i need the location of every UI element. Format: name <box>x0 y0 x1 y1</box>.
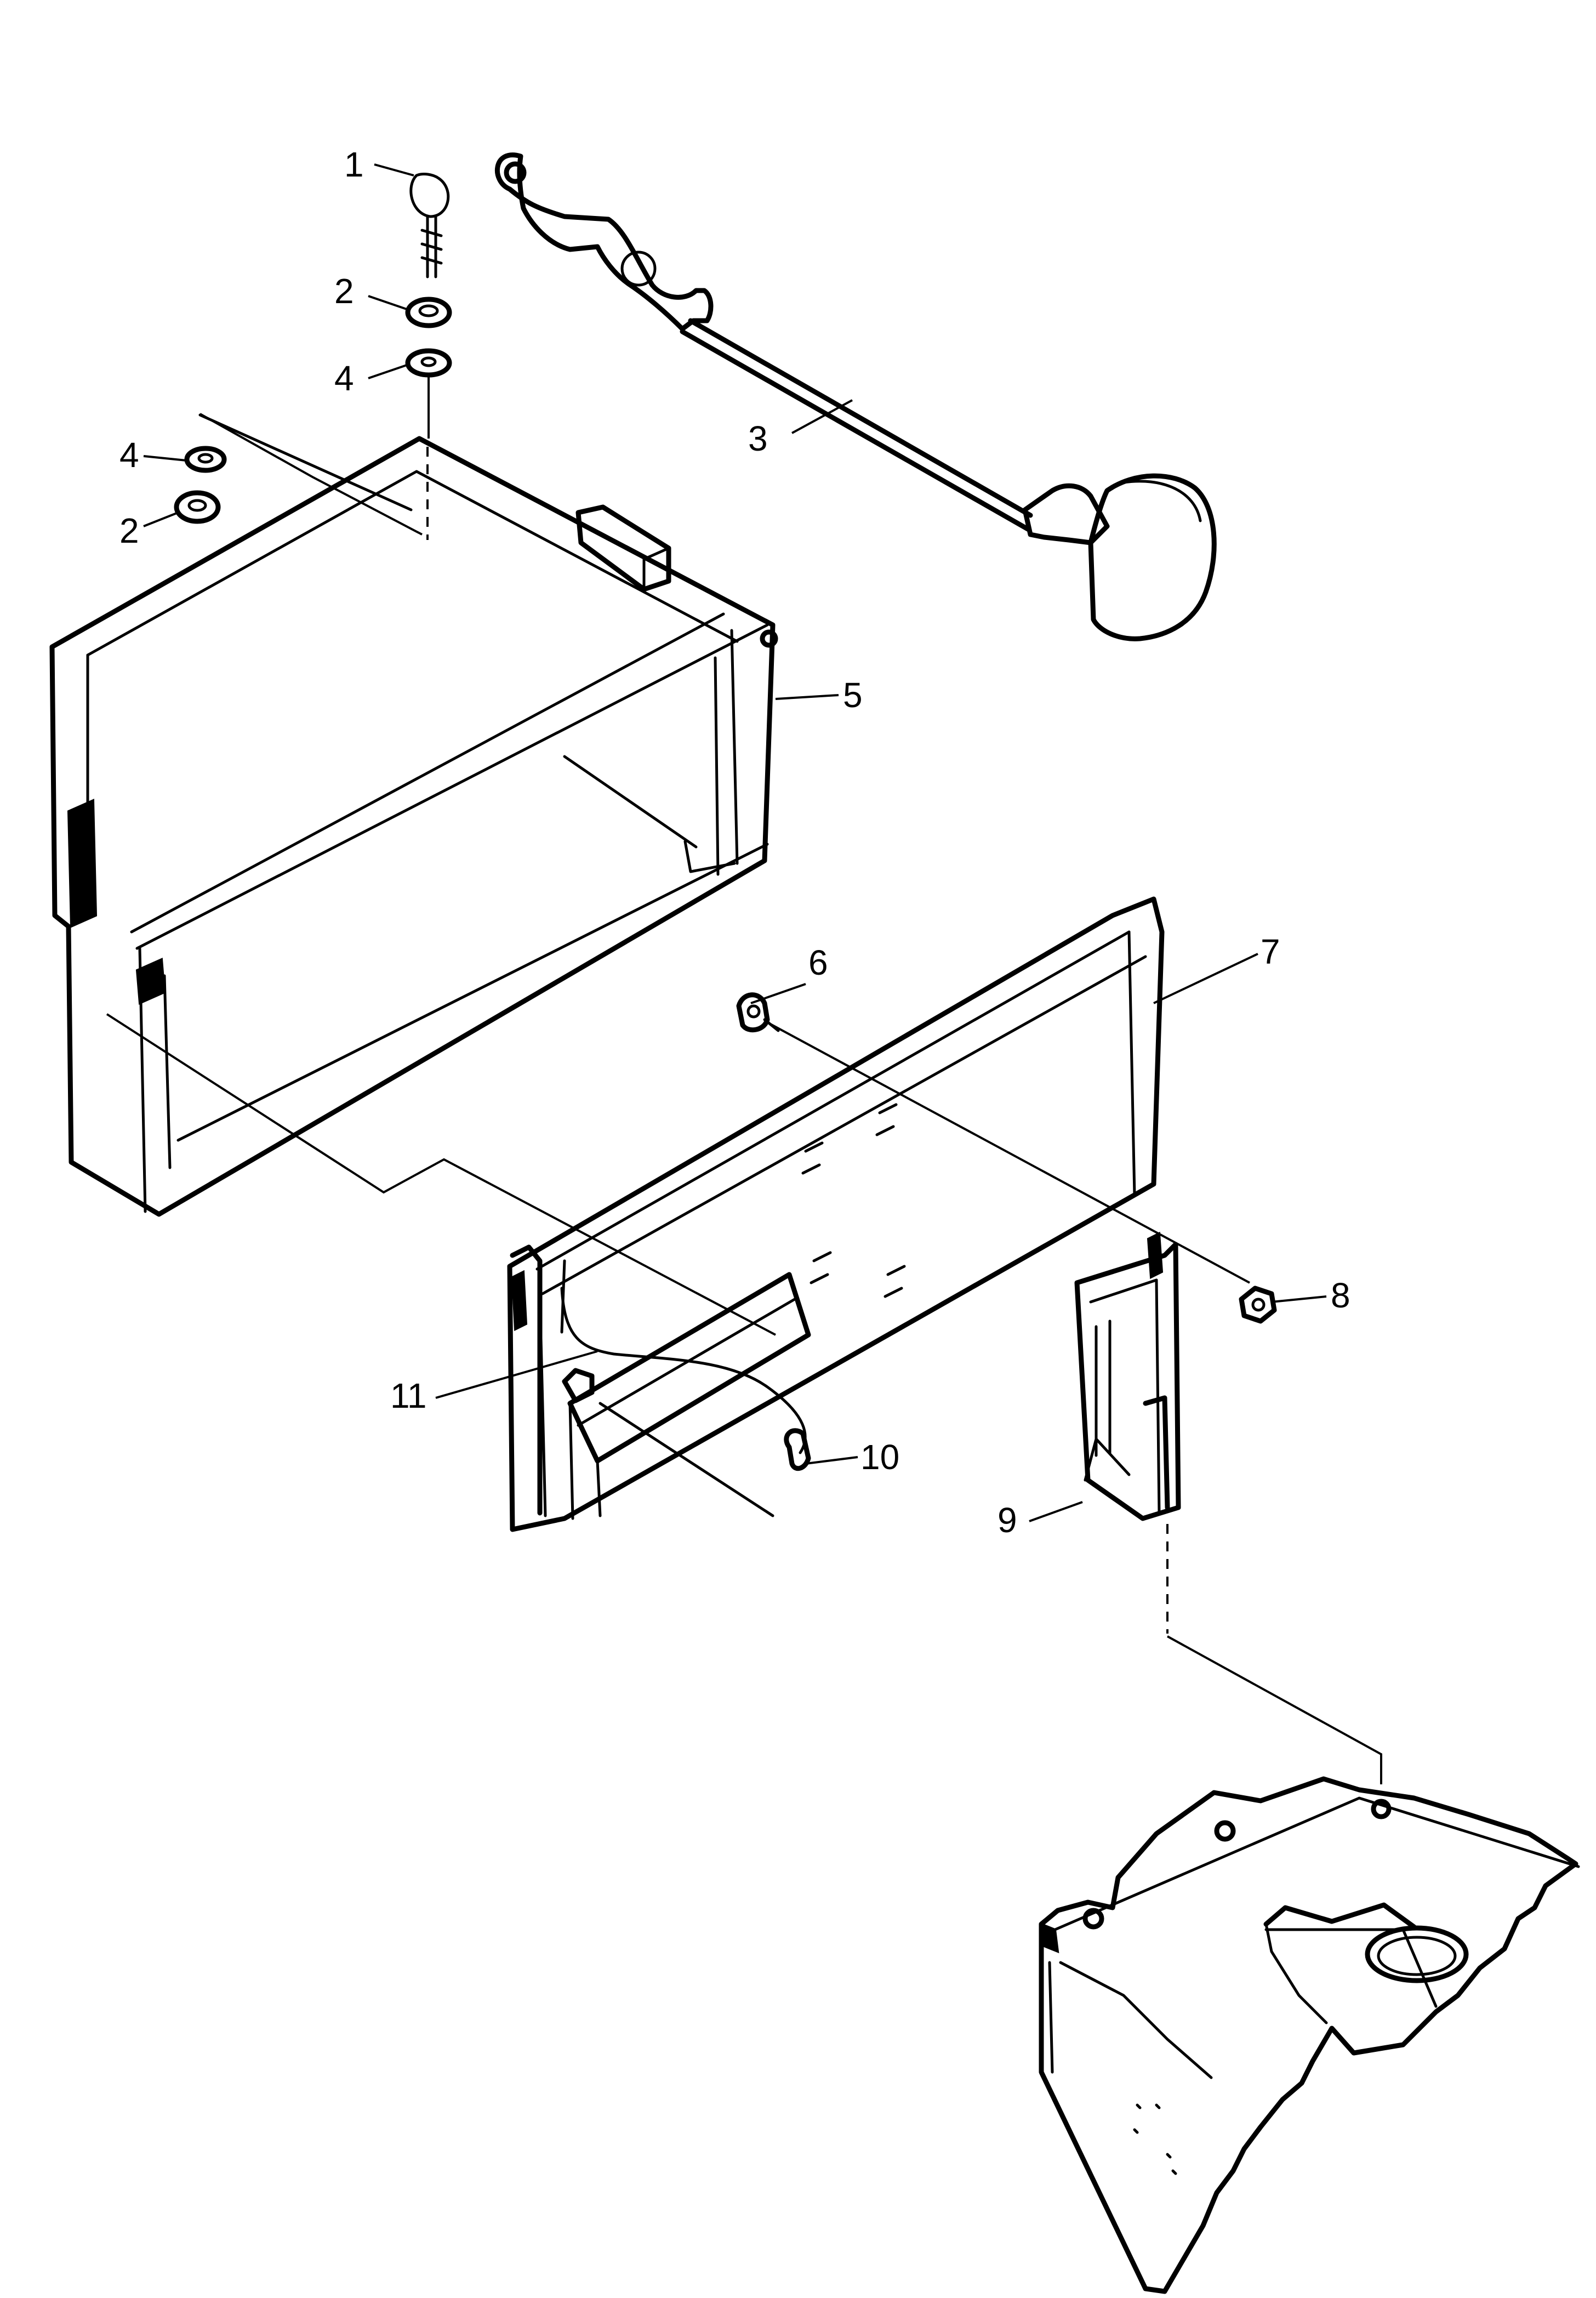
part-2-nut-left <box>174 490 221 524</box>
callout-2-top: 2 <box>334 271 354 311</box>
part-10-clip <box>784 1428 811 1471</box>
part-9-bracket <box>1074 1231 1181 1521</box>
part-5-box-tray <box>49 413 778 1217</box>
part-4-washer-top <box>405 348 452 378</box>
assembly-line-screw <box>767 1021 1250 1284</box>
callout-2-left: 2 <box>119 511 139 550</box>
callout-9: 9 <box>998 1500 1017 1540</box>
base-housing <box>1039 1776 1580 2294</box>
callout-6: 6 <box>808 943 828 982</box>
callout-1: 1 <box>344 145 364 184</box>
callout-4-top: 4 <box>334 359 354 398</box>
callout-3: 3 <box>748 419 768 458</box>
callout-10: 10 <box>860 1437 899 1477</box>
part-3-lever-handle <box>495 152 1217 641</box>
assembly-line-box-panel <box>106 1013 776 1336</box>
assembly-line-bracket <box>1167 1635 1382 1784</box>
part-4-washer-left <box>184 446 227 473</box>
callout-5: 5 <box>843 675 863 715</box>
callout-8: 8 <box>1331 1276 1350 1315</box>
callout-4-left: 4 <box>119 435 139 475</box>
part-2-nut-top <box>405 297 452 328</box>
callout-labels: 1 2 3 4 4 2 5 6 7 8 9 10 11 <box>119 145 1350 1540</box>
part-11-wire <box>560 1287 807 1517</box>
part-1-eye-bolt <box>409 173 450 278</box>
callout-leaders <box>143 163 1327 1522</box>
callout-7: 7 <box>1261 932 1280 971</box>
assembly-line-washer <box>200 413 423 536</box>
part-7-front-panel <box>507 896 1165 1532</box>
callout-11: 11 <box>390 1376 426 1415</box>
part-8-nut <box>1239 1285 1277 1324</box>
